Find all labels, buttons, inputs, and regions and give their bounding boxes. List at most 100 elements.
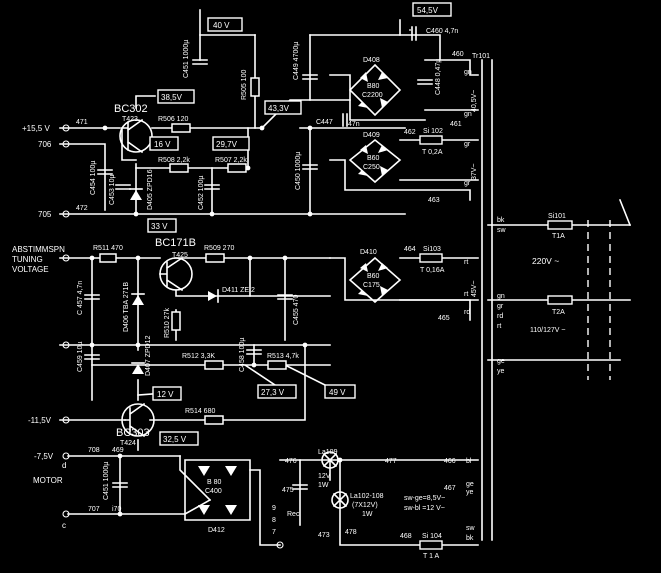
- label-gn-c: gn: [497, 293, 505, 300]
- diodes: [129, 188, 219, 374]
- label-voltage: VOLTAGE: [12, 265, 49, 274]
- r514-body: [204, 415, 224, 425]
- label-rd-b: rd: [497, 313, 503, 320]
- label-472: 472: [76, 205, 88, 212]
- label-si103-value: T 0,16A: [420, 267, 445, 274]
- label-d407: D407 ZPD12: [145, 335, 152, 376]
- label-ye: ye: [497, 368, 505, 375]
- bridge-rectifier-b80-c400: [184, 459, 251, 521]
- si101-body: [547, 220, 573, 230]
- si104-body: [419, 540, 443, 550]
- label-d410: D410: [360, 249, 377, 256]
- label-476: 476: [285, 458, 297, 465]
- terminal-labels: +15,5 V 706 705 ABSTIMMSPN TUNING VOLTAG…: [12, 119, 124, 530]
- transformer-labels: Tr101 gn gn gr gr rt rt rd bk sw gn gr r…: [464, 53, 566, 542]
- d405-symbol: [130, 190, 142, 200]
- label-gr-c: gr: [497, 303, 504, 310]
- label-b80-b: B 80: [207, 479, 222, 486]
- si102-body: [419, 135, 443, 145]
- resistors: [99, 77, 287, 425]
- r511-body: [99, 253, 117, 263]
- label-c: c: [62, 521, 66, 530]
- label-c447: C447: [316, 119, 333, 126]
- label-abstimmspn: ABSTIMMSPN: [12, 245, 65, 254]
- voltage-32-5v: 32,5 V: [163, 435, 187, 444]
- label-motor: MOTOR: [33, 476, 63, 485]
- voltage-38-5v: 38,5V: [161, 93, 183, 102]
- bridge-labels: B80 C2200 B60 C250 B60 C175 B 80 C400: [205, 83, 383, 495]
- c458-plates: [246, 349, 262, 355]
- label-r507: R507 2,2k: [215, 157, 247, 164]
- label-r514: R514 680: [185, 408, 215, 415]
- si103-body: [419, 253, 443, 263]
- label-c452: C452 100µ: [198, 176, 205, 210]
- label-gn-a: gn: [464, 69, 472, 76]
- voltage-box-40v: 40 V: [207, 17, 243, 32]
- label-d406: D406 TBA 271B: [123, 282, 130, 332]
- d411-symbol: [208, 291, 217, 301]
- label-si101: Si101: [548, 213, 566, 220]
- label-c451b: C451 1000µ: [103, 462, 110, 500]
- r508-body: [169, 163, 189, 173]
- c475-plates: [292, 484, 308, 490]
- label-minus-7-5v: -7,5V: [34, 452, 54, 461]
- label-c451a: C451 1000µ: [183, 40, 190, 78]
- voltage-box-38-5v: 38,5V: [157, 89, 195, 104]
- label-la109-w: 1W: [318, 482, 329, 489]
- label-475: 475: [282, 487, 294, 494]
- diode-labels: D405 ZPD16 D406 TBA 271B D411 ZE 2 D407 …: [123, 57, 380, 534]
- label-40-5v: 40,5V~: [471, 90, 478, 112]
- d407-symbol: [132, 364, 144, 374]
- fuse-labels: Si 102 T 0,2A Si103 T 0,16A Si101 T1A T2…: [420, 128, 566, 560]
- label-rec: Rec: [287, 511, 300, 518]
- c447-plates: [342, 113, 348, 127]
- label-sw-ge: sw-ge=8,5V~: [404, 495, 445, 502]
- voltage-box-32-5v: 32,5 V: [159, 431, 199, 446]
- voltage-box-27-3v: 27,3 V: [257, 384, 297, 399]
- label-c459: C459 10µ: [77, 342, 84, 373]
- c455-plates: [277, 294, 293, 300]
- label-705: 705: [38, 210, 52, 219]
- r506-body: [171, 123, 191, 133]
- label-pin-8: 8: [272, 517, 276, 524]
- c450-plates: [302, 164, 318, 170]
- label-la102-v: (7X12V): [352, 502, 378, 509]
- capacitor-labels: C451 1000µ C449 4700µ C460 4,7n C448 0,4…: [77, 28, 458, 500]
- label-r505: R505 100: [241, 70, 248, 100]
- label-r512: R512 3,3K: [182, 353, 215, 360]
- label-220v: 220V ~: [532, 256, 559, 266]
- capacitors: [84, 26, 433, 490]
- voltage-box-33v: 33 V: [147, 218, 177, 233]
- label-c449: C449 4700µ: [293, 42, 300, 80]
- voltage-54-5v: 54,5V: [417, 6, 439, 15]
- label-ge: ge: [497, 358, 505, 365]
- label-gn-b: gn: [464, 111, 472, 118]
- label-bk-a: bk: [497, 217, 505, 224]
- voltage-33v: 33 V: [151, 222, 168, 231]
- label-si102-value: T 0,2A: [422, 149, 443, 156]
- voltage-29-7v: 29,7V: [216, 140, 238, 149]
- label-473: 473: [318, 532, 330, 539]
- label-r508: R508 2,2k: [158, 157, 190, 164]
- voltage-12v: 12 V: [157, 390, 174, 399]
- label-gr-a: gr: [464, 141, 471, 148]
- label-c455: C455 470: [293, 295, 300, 325]
- label-467: 467: [444, 485, 456, 492]
- label-d408: D408: [363, 57, 380, 64]
- r512-body: [204, 360, 224, 370]
- label-45v: 45V~: [471, 280, 478, 297]
- label-b80: B80: [367, 83, 380, 90]
- voltage-40v: 40 V: [213, 21, 230, 30]
- label-471: 471: [76, 119, 88, 126]
- label-si101-value: T1A: [552, 233, 565, 240]
- label-462: 462: [404, 129, 416, 136]
- voltage-box-49v: 49 V: [324, 384, 356, 399]
- label-c458: C458 100µ: [239, 338, 246, 372]
- label-tr101: Tr101: [472, 53, 490, 60]
- label-478: 478: [345, 529, 357, 536]
- lamp-labels: La109 12V 1W La102-108 (7X12V) 1W: [318, 449, 384, 518]
- label-b60-a: B60: [367, 155, 380, 162]
- t2a-body: [547, 295, 573, 305]
- switch-labels: Rec 9 8 7 sw-ge=8,5V~ sw-bl =12 V~: [272, 495, 445, 536]
